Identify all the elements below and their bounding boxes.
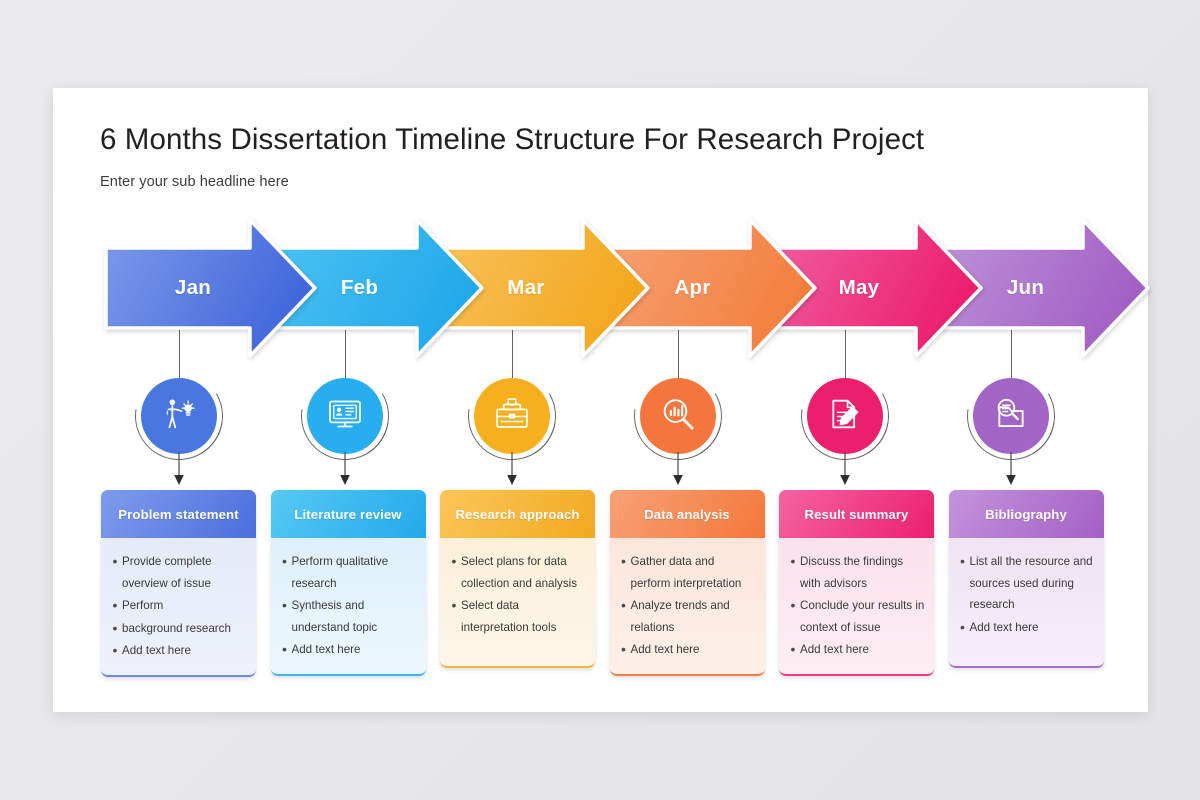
phase-card-bullet-list: •Select plans for data collection and an…	[440, 538, 595, 666]
phase-card-title: Research approach	[440, 490, 595, 538]
bullet-dot-icon: •	[960, 553, 965, 569]
phase-card-6[interactable]: Bibliography •List all the resource and s…	[948, 490, 1104, 668]
phase-card-bullet: • Perform	[108, 595, 247, 617]
phase-card-4[interactable]: Data analysis•Gather data and perform in…	[609, 490, 765, 676]
timeline-node-4[interactable]	[616, 354, 740, 478]
bullet-dot-icon: •	[621, 641, 626, 657]
bullet-text: Gather data and perform interpretation	[630, 555, 742, 590]
timeline-node-6[interactable]	[949, 354, 1073, 478]
phase-card-bullet: • Add text here	[786, 639, 925, 661]
bullet-dot-icon: •	[621, 597, 626, 613]
phase-card-title: Bibliography	[948, 490, 1104, 538]
phase-card-1[interactable]: Problem statement•Provide complete overv…	[101, 490, 256, 677]
bullet-dot-icon: •	[282, 641, 287, 657]
phase-card-bullet: • Add text here	[956, 617, 1095, 639]
bullet-dot-icon: •	[451, 597, 457, 613]
bullet-dot-icon: •	[790, 553, 796, 569]
chart-magnifier-icon	[658, 394, 698, 439]
timeline-arrow-jan[interactable]: Jan	[100, 218, 319, 358]
bullet-text: Add text here	[800, 643, 869, 656]
bullet-text: background research	[122, 621, 231, 635]
phase-card-3[interactable]: Research approach •Select plans for data …	[440, 490, 595, 668]
phase-card-bullet: • Add text here	[278, 639, 417, 661]
presenter-idea-icon	[159, 394, 199, 439]
timeline-node-5[interactable]	[783, 354, 906, 478]
bullet-dot-icon: •	[282, 597, 287, 613]
bullet-dot-icon: •	[790, 597, 796, 613]
phase-card-bullet: •Select plans for data collection and an…	[447, 551, 586, 594]
document-pencil-icon	[825, 394, 865, 439]
phase-card-bullet: • Add text here	[108, 640, 247, 662]
page-title: 6 Months Dissertation Timeline Structure…	[100, 123, 925, 156]
briefcase-icon	[492, 394, 532, 439]
phase-card-title: Problem statement	[101, 490, 256, 538]
phase-card-bullet: • Add text here	[617, 639, 756, 661]
timeline-node-3[interactable]	[450, 354, 573, 478]
phase-card-bullet: •Discuss the findings with advisors	[786, 551, 925, 594]
bullet-text: Perform	[122, 599, 164, 612]
bullet-dot-icon: •	[621, 553, 626, 569]
phase-card-bullet: •Synthesis and understand topic	[278, 595, 417, 638]
phase-card-bullet-list: •Gather data and perform interpretation•…	[610, 538, 765, 674]
slide-canvas: 6 Months Dissertation Timeline Structure…	[53, 88, 1150, 712]
computer-monitor-icon	[325, 394, 365, 439]
connector-arrow-down	[339, 452, 351, 486]
phase-card-bullet-list: •Provide complete overview of issue•Perf…	[101, 538, 256, 675]
phase-card-bullet: •Provide complete overview of issue	[108, 551, 247, 594]
phase-card-bullet-list: •Discuss the findings with advisors•Conc…	[779, 538, 934, 674]
timeline-node-2[interactable]	[283, 354, 407, 478]
bullet-text: Perform qualitative research	[291, 555, 389, 590]
connector-arrow-down	[506, 452, 518, 486]
bullet-text: Add text here	[291, 643, 361, 656]
bullet-text: Analyze trends and relations	[630, 599, 730, 634]
timeline-node-1[interactable]	[117, 354, 240, 478]
phase-card-bullet-list: •Perform qualitative research•Synthesis …	[271, 538, 426, 674]
bullet-dot-icon: •	[112, 642, 118, 658]
connector-stem-top	[678, 330, 679, 378]
bullet-dot-icon: •	[112, 619, 118, 636]
connector-stem-top	[345, 330, 346, 378]
bullet-dot-icon: •	[282, 553, 287, 569]
connector-stem-top	[178, 330, 180, 378]
connector-arrow-down	[839, 452, 851, 486]
phase-card-5[interactable]: Result summary•Discuss the findings with…	[779, 490, 934, 676]
phase-card-title: Data analysis	[609, 490, 765, 538]
connector-arrow-down	[672, 452, 684, 486]
bullet-dot-icon: •	[790, 641, 796, 657]
phase-card-title: Literature review	[270, 490, 426, 538]
bullet-dot-icon: •	[960, 618, 965, 635]
phase-card-title: Result summary	[779, 490, 934, 538]
bullet-text: Synthesis and understand topic	[291, 599, 378, 634]
connector-stem-top	[511, 330, 513, 378]
connector-arrow-down	[1005, 452, 1017, 486]
bullet-dot-icon: •	[112, 553, 118, 569]
phase-card-bullet: • background research	[108, 618, 247, 640]
phase-card-bullet: •Select data interpretation tools	[447, 595, 586, 638]
phase-card-bullet: •Perform qualitative research	[278, 551, 417, 594]
folder-search-icon	[991, 394, 1031, 439]
phase-card-bullet: •List all the resource and sources used …	[956, 551, 1095, 616]
bullet-dot-icon: •	[112, 597, 118, 613]
bullet-text: Select plans for data collection and ana…	[461, 555, 578, 590]
bullet-text: Provide complete overview of issue	[122, 555, 212, 590]
connector-arrow-down	[173, 452, 185, 486]
bullet-text: Discuss the findings with advisors	[800, 555, 904, 590]
bullet-dot-icon: •	[451, 553, 457, 569]
bullet-text: Conclude your results in context of issu…	[800, 599, 925, 634]
phase-card-bullet: •Analyze trends and relations	[617, 595, 756, 638]
connector-stem-top	[844, 330, 846, 378]
connector-stem-top	[1011, 330, 1012, 378]
bullet-text: Select data interpretation tools	[461, 599, 557, 634]
phase-card-bullet: •Conclude your results in context of iss…	[786, 595, 925, 638]
bullet-text: List all the resource and sources used d…	[969, 555, 1093, 611]
bullet-text: Add text here	[630, 643, 700, 656]
phase-card-2[interactable]: Literature review•Perform qualitative re…	[270, 490, 426, 676]
bullet-text: Add text here	[969, 620, 1039, 634]
bullet-text: Add text here	[122, 644, 191, 657]
page-subtitle: Enter your sub headline here	[100, 174, 289, 190]
phase-card-bullet-list: •List all the resource and sources used …	[949, 538, 1104, 666]
phase-card-bullet: •Gather data and perform interpretation	[617, 551, 756, 594]
